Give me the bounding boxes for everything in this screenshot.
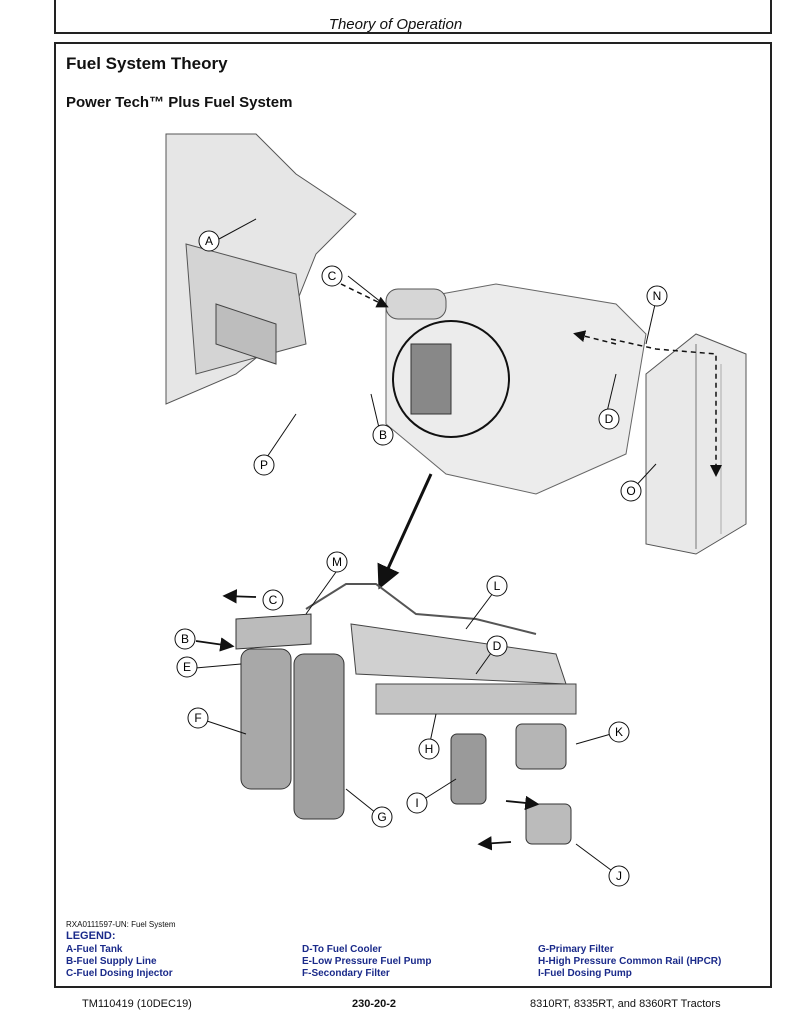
callout-m: M <box>332 555 342 569</box>
content-frame: Fuel System Theory Power Tech™ Plus Fuel… <box>54 42 772 988</box>
callout-d-bottom: D <box>493 639 502 653</box>
callout-a: A <box>205 234 213 248</box>
legend-item: F-Secondary Filter <box>302 968 390 979</box>
footer-right: 8310RT, 8335RT, and 8360RT Tractors <box>530 998 721 1010</box>
fuel-system-illustration: A C B D N O P M C B E F L D H K I <box>165 133 747 887</box>
footer-left: TM110419 (10DEC19) <box>82 998 192 1010</box>
callout-b-top: B <box>379 428 387 442</box>
radiator-drawing <box>645 333 747 555</box>
callout-g: G <box>377 810 386 824</box>
engine-drawing <box>385 283 647 495</box>
section-header: Theory of Operation <box>328 16 463 33</box>
legend-title: LEGEND: <box>66 930 116 942</box>
legend-item: B-Fuel Supply Line <box>66 956 157 967</box>
page-subtitle: Power Tech™ Plus Fuel System <box>66 94 293 111</box>
legend-item: G-Primary Filter <box>538 944 614 955</box>
legend-item: A-Fuel Tank <box>66 944 123 955</box>
callout-c-top: C <box>328 269 337 283</box>
callout-c-bottom: C <box>269 593 278 607</box>
callout-d-top: D <box>605 412 614 426</box>
filter-assembly-drawing <box>235 583 577 845</box>
legend-item: H-High Pressure Common Rail (HPCR) <box>538 956 722 967</box>
legend-item: D-To Fuel Cooler <box>302 944 382 955</box>
legend-item: I-Fuel Dosing Pump <box>538 968 632 979</box>
fuel-tank-drawing <box>165 133 357 405</box>
top-header-frame <box>54 0 772 34</box>
callout-e: E <box>183 660 191 674</box>
callout-p: P <box>260 458 268 472</box>
callout-h: H <box>425 742 434 756</box>
callout-i: I <box>415 796 418 810</box>
callout-f: F <box>194 711 201 725</box>
callout-k: K <box>615 725 623 739</box>
footer-page-number: 230-20-2 <box>352 998 397 1010</box>
legend-item: E-Low Pressure Fuel Pump <box>302 956 432 967</box>
callout-b-bottom: B <box>181 632 189 646</box>
callout-l: L <box>494 579 501 593</box>
page-title: Fuel System Theory <box>66 54 228 73</box>
figure-id: RXA0111597-UN: Fuel System <box>66 920 176 929</box>
callout-o: O <box>626 484 635 498</box>
callout-j: J <box>616 869 622 883</box>
legend-item: C-Fuel Dosing Injector <box>66 968 173 979</box>
callout-n: N <box>653 289 662 303</box>
